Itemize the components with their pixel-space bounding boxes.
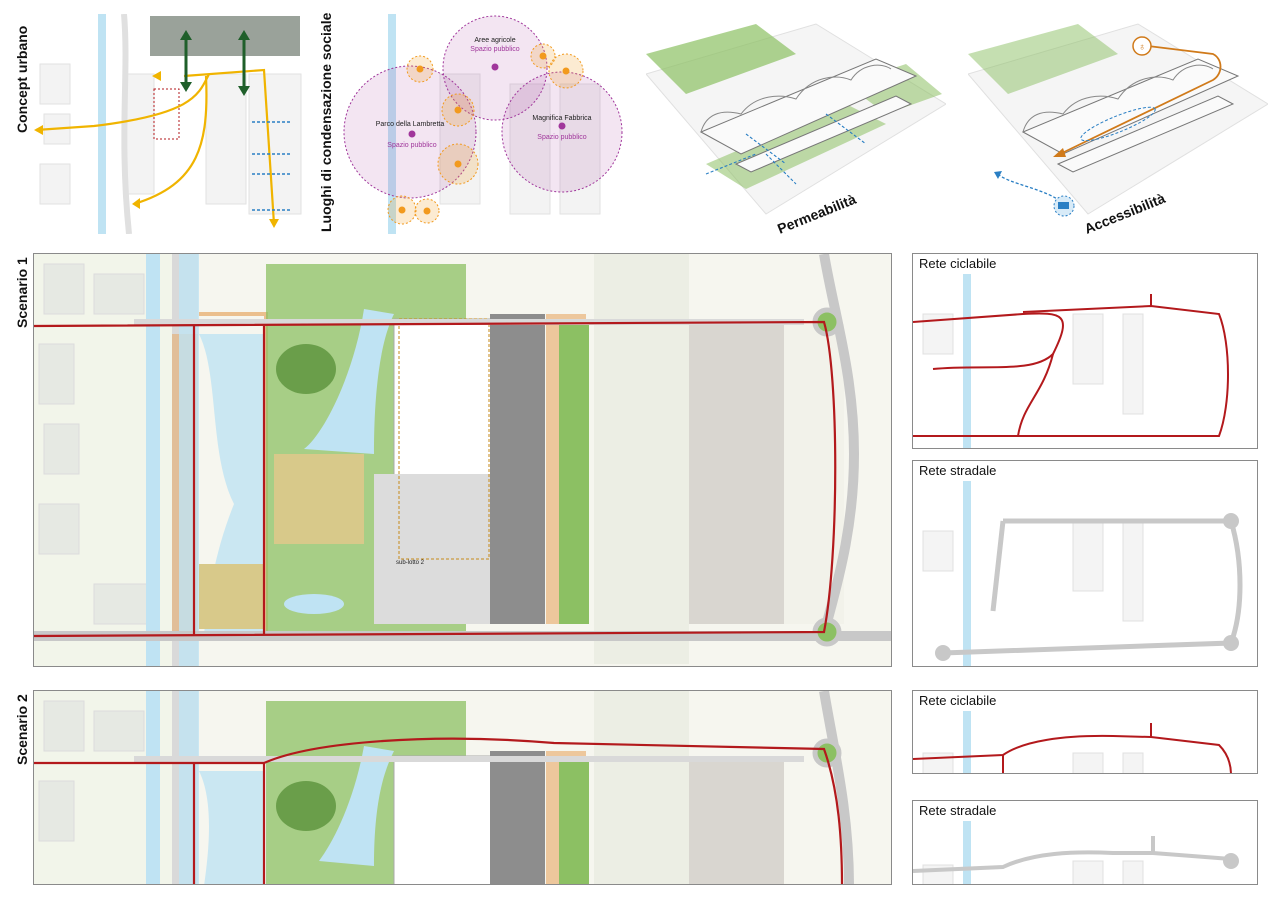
- place-parco-lambretta: Parco della Lambretta: [376, 121, 445, 128]
- scenario2-masterplan: [34, 691, 891, 884]
- permeability-axonometric: [646, 14, 946, 234]
- concept-urbano-title: Concept urbano: [14, 25, 30, 133]
- accessibility-panel: ♁: [968, 14, 1268, 234]
- place-aree-agricole: Aree agricole: [474, 37, 515, 44]
- green-arrows: [184, 34, 246, 90]
- place-parco-lambretta-sub: Spazio pubblico: [387, 142, 437, 149]
- shed-roof: [699, 58, 918, 155]
- s1-bike-route-lines: [913, 294, 1229, 437]
- social-title: Luoghi di condensazione sociale: [318, 12, 334, 232]
- s1-bike-title: Rete ciclabile: [917, 256, 999, 271]
- scenario1-title: Scenario 1: [14, 257, 30, 328]
- scenario2-bike-route: [34, 737, 844, 884]
- s1-road-panel: Rete stradale: [912, 460, 1258, 667]
- social-panel: Aree agricole Spazio pubblico Parco dell…: [340, 14, 630, 234]
- scenario2-title: Scenario 2: [14, 694, 30, 765]
- s1-road-title: Rete stradale: [917, 463, 999, 478]
- concept-urbano-map: [34, 14, 312, 234]
- s2-bike-route-lines: [913, 723, 1232, 773]
- s2-road-panel: Rete stradale: [912, 800, 1258, 885]
- concept-urbano-panel: [34, 14, 312, 234]
- s1-bike-panel: Rete ciclabile: [912, 253, 1258, 449]
- s1-road-map: [913, 461, 1257, 666]
- svg-text:♁: ♁: [1138, 42, 1146, 53]
- s1-bike-map: [913, 254, 1257, 448]
- permeability-panel: [646, 14, 946, 234]
- s2-bike-panel: Rete ciclabile: [912, 690, 1258, 774]
- place-magnifica-fabbrica: Magnifica Fabbrica: [532, 115, 591, 122]
- scenario2-plan: [33, 690, 892, 885]
- concept-yellow-paths: [35, 68, 276, 225]
- dashed-lot: [153, 88, 180, 140]
- place-aree-agricole-sub: Spazio pubblico: [470, 46, 520, 53]
- magnifica-fabbrica-shed: [490, 314, 545, 624]
- accessibility-axonometric: ♁: [968, 14, 1268, 234]
- s2-bike-title: Rete ciclabile: [917, 693, 999, 708]
- social-map: Aree agricole Spazio pubblico Parco dell…: [340, 14, 630, 234]
- place-magnifica-fabbrica-sub: Spazio pubblico: [537, 134, 587, 141]
- scenario1-bike-route: [34, 320, 837, 638]
- bike-route-arrow: [1059, 45, 1222, 155]
- s2-road-title: Rete stradale: [917, 803, 999, 818]
- scenario1-plan: sub-lotto 2: [33, 253, 892, 667]
- s2-road-lines: [913, 836, 1232, 873]
- permeability-arrows: [705, 113, 867, 185]
- blue-dashed-arrows: [252, 121, 292, 211]
- industrial-block: [150, 16, 300, 56]
- s2-road-map: [913, 801, 1257, 884]
- yellow-arrowheads: [34, 71, 279, 228]
- sublot-label: sub-lotto 2: [396, 560, 425, 566]
- bicycle-icon: [1132, 36, 1152, 56]
- scenario1-masterplan: sub-lotto 2: [34, 254, 891, 666]
